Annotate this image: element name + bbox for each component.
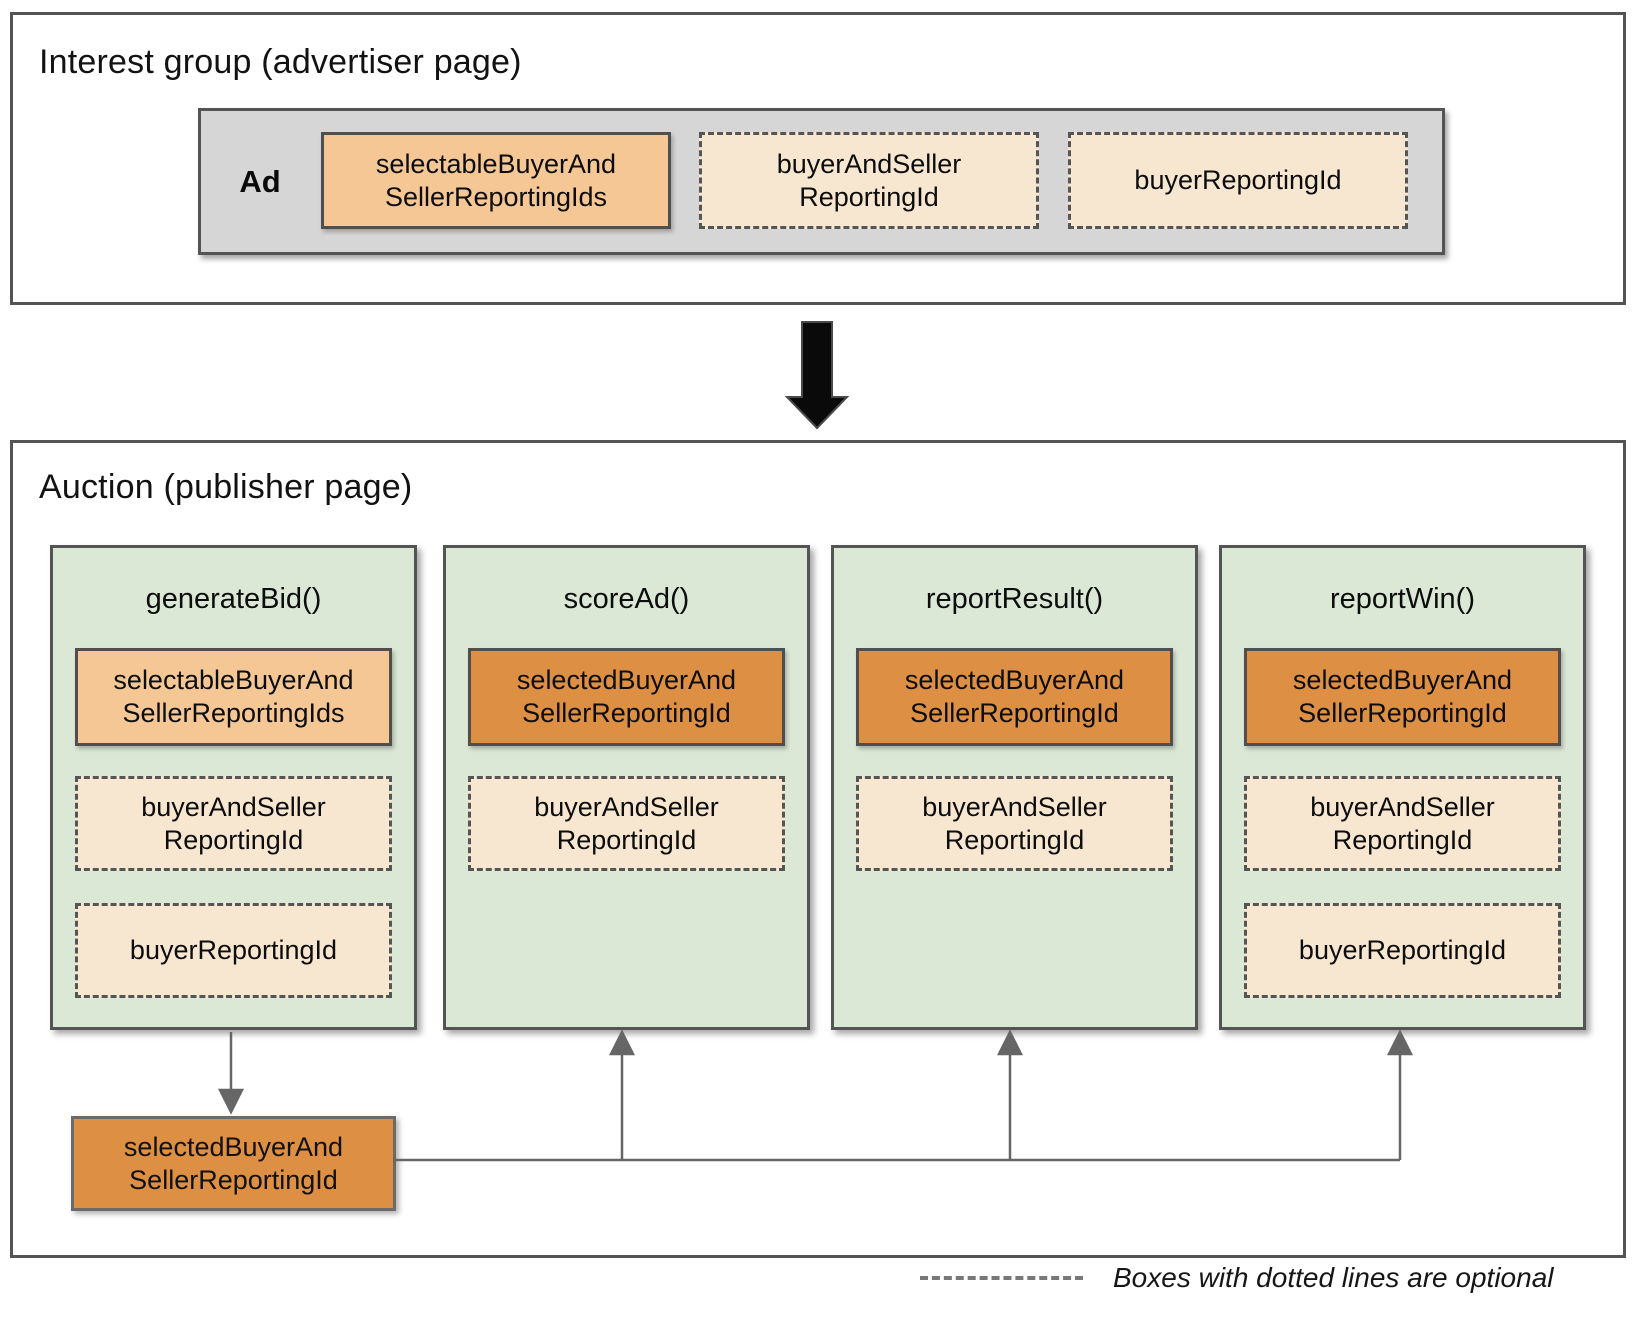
legend: Boxes with dotted lines are optional [920,1262,1554,1294]
box-buyerAndSellerReportingId: buyerAndSeller ReportingId [468,776,785,871]
box-buyerAndSellerReportingId: buyerAndSeller ReportingId [1244,776,1561,871]
block-arrow-down-icon [784,321,850,430]
box-buyerAndSellerReportingId: buyerAndSeller ReportingId [699,132,1039,229]
dashed-line-sample-icon [920,1276,1083,1280]
box-selectableBuyerAndSellerReportingIds: selectableBuyerAnd SellerReportingIds [75,648,392,746]
column-scoreAd-title: scoreAd() [563,583,690,615]
box-selectableBuyerAndSellerReportingIds: selectableBuyerAnd SellerReportingIds [321,132,671,229]
column-reportResult: reportResult() selectedBuyerAnd SellerRe… [831,545,1198,1030]
interest-group-panel: Interest group (advertiser page) Ad sele… [10,12,1626,305]
box-selectedBuyerAndSellerReportingId: selectedBuyerAnd SellerReportingId [468,648,785,746]
box-buyerReportingId: buyerReportingId [1244,903,1561,998]
box-buyerAndSellerReportingId: buyerAndSeller ReportingId [75,776,392,871]
column-generateBid-title: generateBid() [145,583,322,615]
column-reportResult-title: reportResult() [925,583,1104,615]
column-scoreAd: scoreAd() selectedBuyerAnd SellerReporti… [443,545,810,1030]
auction-title: Auction (publisher page) [39,468,413,506]
column-reportWin-title: reportWin() [1329,583,1475,615]
auction-panel: Auction (publisher page) generateBid() s… [10,440,1626,1258]
box-selectedBuyerAndSellerReportingId: selectedBuyerAnd SellerReportingId [856,648,1173,746]
box-buyerAndSellerReportingId: buyerAndSeller ReportingId [856,776,1173,871]
box-buyerReportingId: buyerReportingId [75,903,392,998]
ad-label: Ad [239,163,281,199]
ad-container: Ad selectableBuyerAnd SellerReportingIds… [198,108,1445,255]
column-reportWin: reportWin() selectedBuyerAnd SellerRepor… [1219,545,1586,1030]
column-generateBid: generateBid() selectableBuyerAnd SellerR… [50,545,417,1030]
box-buyerReportingId: buyerReportingId [1068,132,1408,229]
interest-group-title: Interest group (advertiser page) [39,43,522,81]
box-selectedBuyerAndSellerReportingId-output: selectedBuyerAnd SellerReportingId [71,1116,396,1211]
legend-text: Boxes with dotted lines are optional [1113,1262,1554,1293]
box-selectedBuyerAndSellerReportingId: selectedBuyerAnd SellerReportingId [1244,648,1561,746]
